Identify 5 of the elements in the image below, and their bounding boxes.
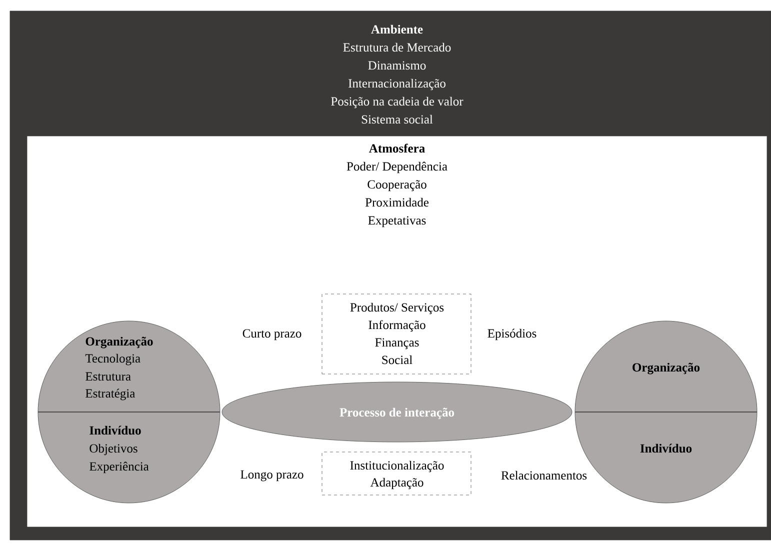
side-label: Curto prazo (242, 329, 302, 340)
side-label: Episódios (488, 328, 536, 340)
dashed-box: Institucionalização Adaptação (322, 452, 472, 496)
side-label: Longo prazo (240, 470, 304, 482)
dashed-box: Produtos/ Serviços Informação Finanças Social (322, 294, 472, 374)
